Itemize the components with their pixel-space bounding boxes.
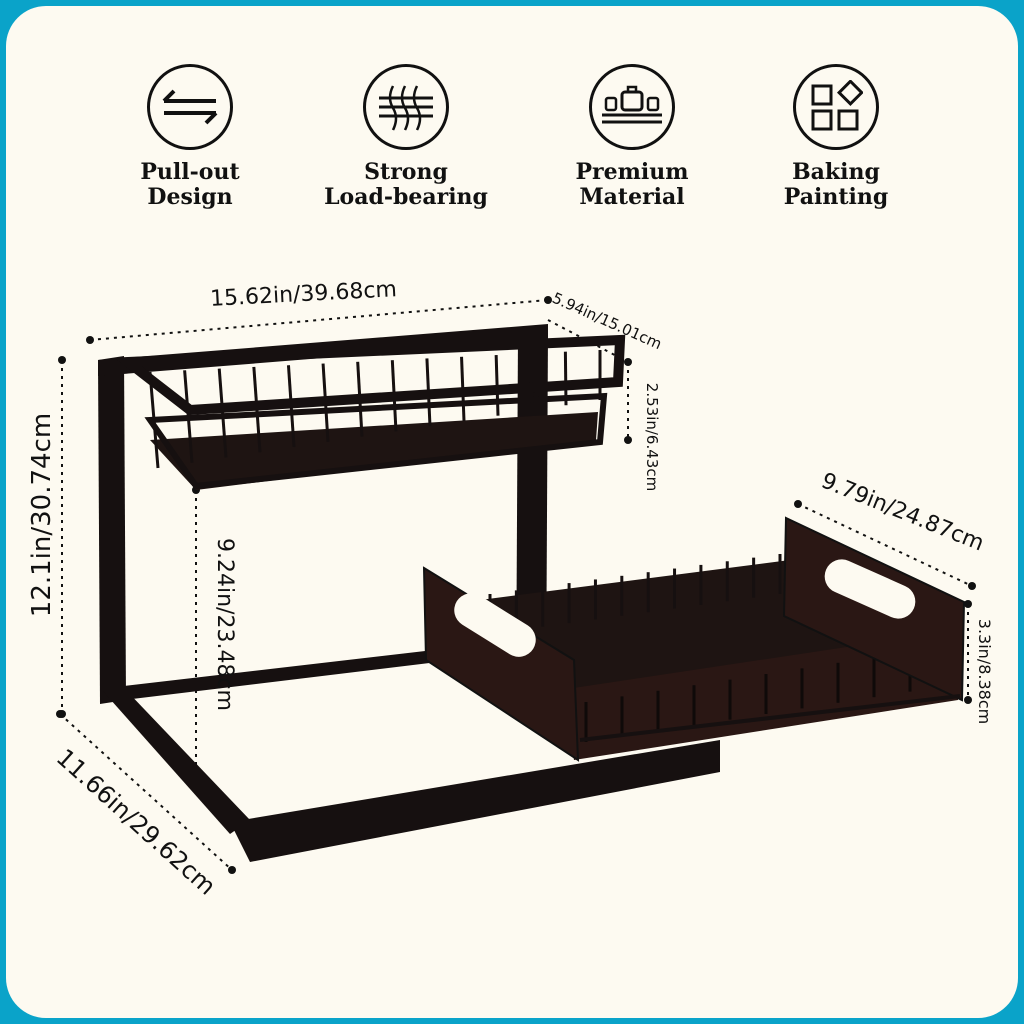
feature-pull-out: Pull-out Design: [100, 64, 280, 210]
wire-bar: [563, 351, 568, 406]
pull-out-drawer: [422, 516, 966, 762]
dimension-drawer-height: 3.3in/8.38cm: [975, 618, 995, 725]
wire-bar: [321, 363, 330, 442]
pull-out-arrows-icon: [147, 64, 233, 150]
weights-on-shelf-icon: [589, 64, 675, 150]
wire-bar: [494, 355, 500, 416]
wire-bar: [183, 370, 194, 463]
wire-bar: [390, 360, 398, 432]
wire-bar: [356, 361, 364, 437]
feature-label: Pull-out Design: [140, 159, 240, 210]
shapes-icon: [793, 64, 879, 150]
wire-bar: [286, 365, 296, 448]
wire-bar: [425, 358, 432, 427]
feature-label: Baking Painting: [783, 159, 889, 210]
feature-load-bearing: Strong Load-bearing: [316, 64, 496, 210]
wire-bar: [252, 366, 262, 453]
feature-label: Premium Material: [575, 159, 689, 210]
wire-bar: [460, 356, 466, 421]
wire-bar: [148, 371, 160, 469]
feature-baking-painting: Baking Painting: [746, 64, 926, 210]
dimension-top-basket-height: 2.53in/6.43cm: [643, 382, 662, 492]
feature-label: Strong Load-bearing: [324, 159, 488, 210]
dimension-clearance-height: 9.24in/23.48cm: [211, 538, 237, 711]
product-card: Pull-out Design Strong Load-bearing: [6, 6, 1018, 1018]
wire-bar: [217, 368, 228, 458]
load-bearing-icon: [363, 64, 449, 150]
feature-premium-material: Premium Material: [542, 64, 722, 210]
dimension-total-height: 12.1in/30.74cm: [27, 412, 58, 618]
top-basket: [114, 334, 626, 490]
dimension-lines: [59, 299, 973, 871]
wire-bar: [529, 353, 534, 411]
